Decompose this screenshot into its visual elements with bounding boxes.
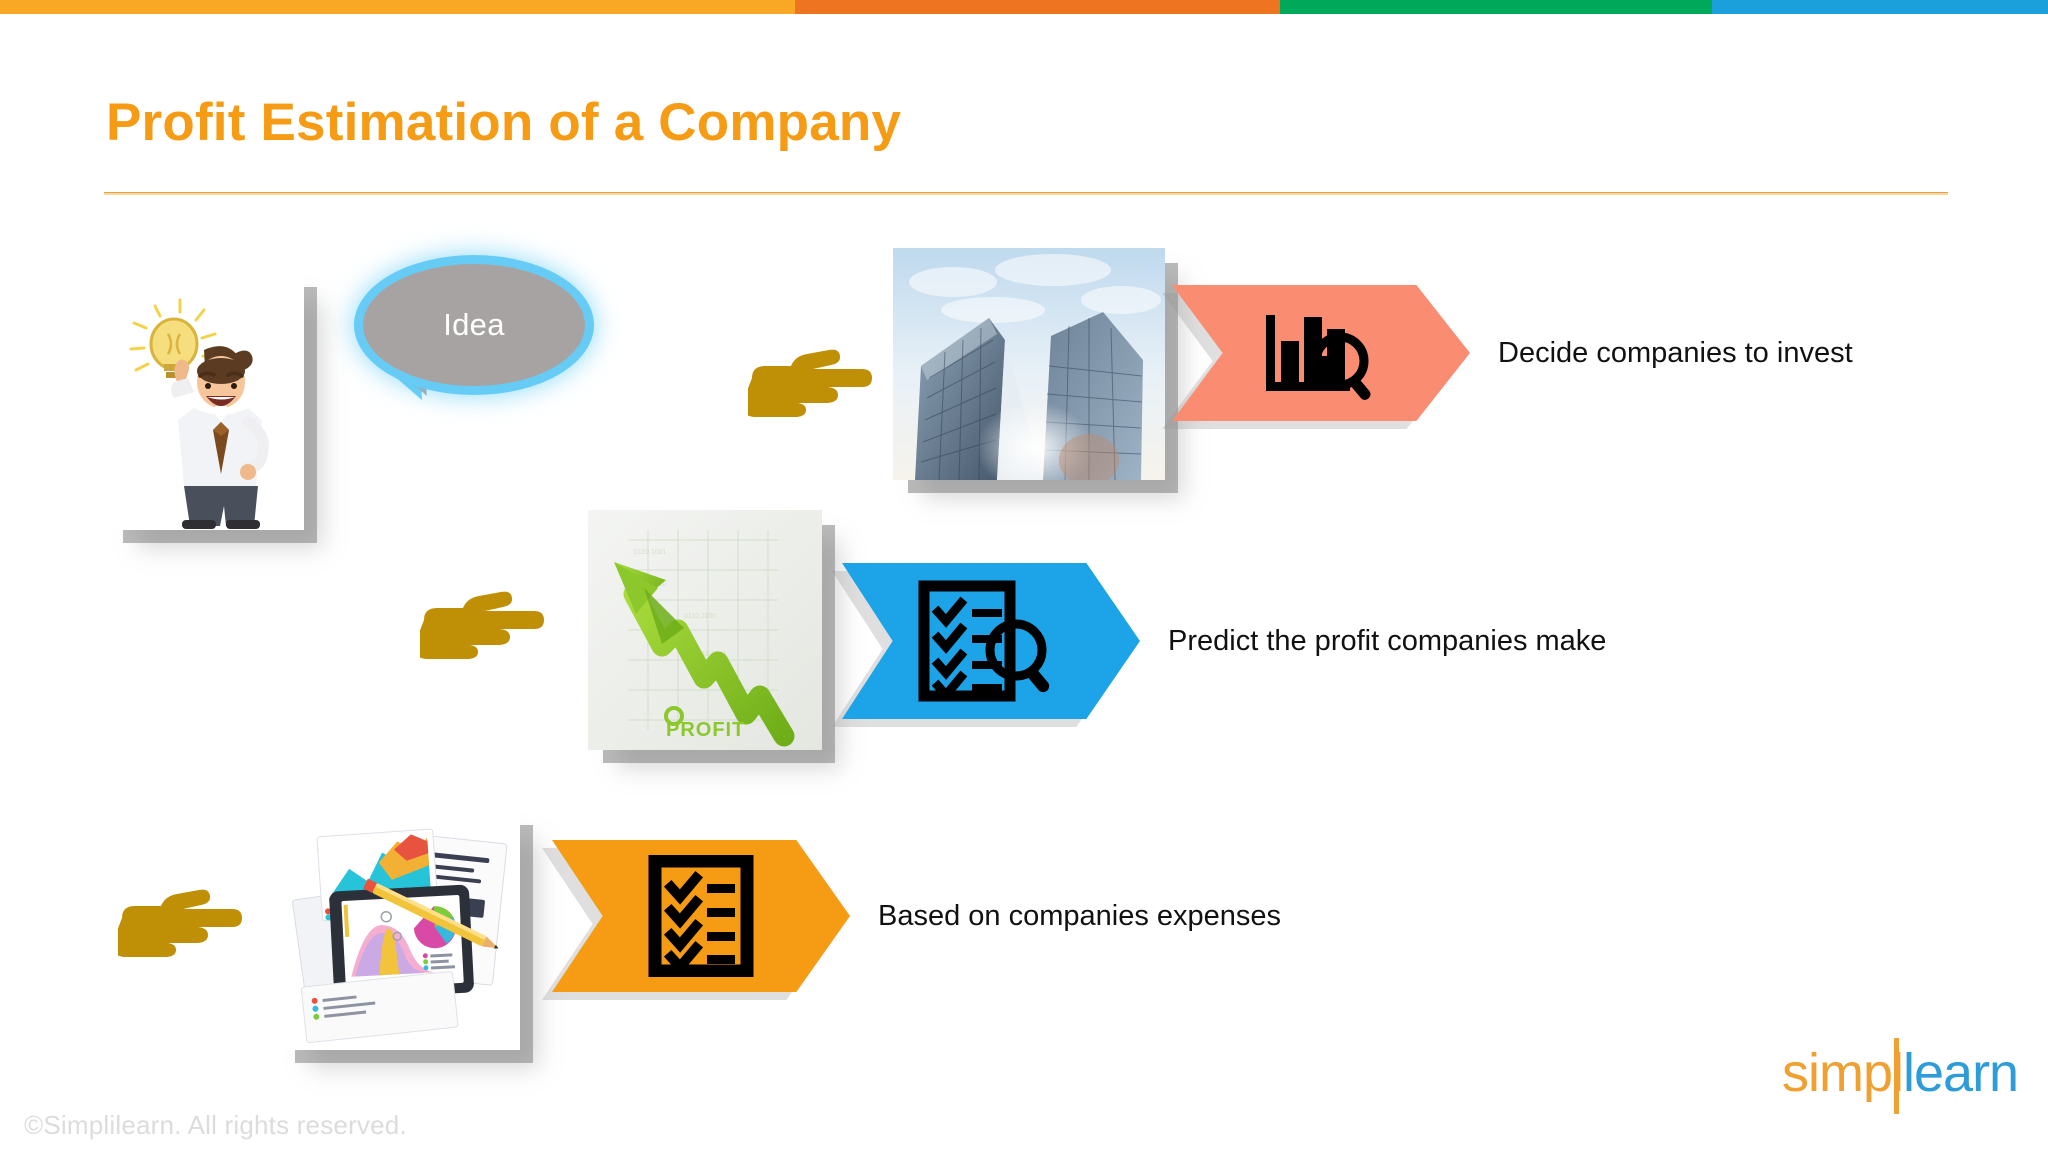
- step-3-chevron: [552, 840, 850, 992]
- pointing-hand-icon-step-1: [748, 340, 876, 428]
- ribbon-segment-green: [1280, 0, 1712, 14]
- ribbon-segment-amber: [0, 0, 795, 14]
- copyright-notice: ©Simplilearn. All rights reserved.: [24, 1110, 407, 1140]
- speech-bubble-body: [363, 264, 585, 386]
- step-1-banner: Decide companies to invest: [1172, 285, 1853, 421]
- step-3-banner: Based on companies expenses: [552, 840, 1281, 992]
- logo-text-learn: learn: [1903, 1043, 2019, 1103]
- top-color-ribbon: [0, 0, 2048, 14]
- tablet-reports-photo: [280, 810, 520, 1050]
- tablet-reports-image-card: [280, 810, 520, 1050]
- ribbon-segment-blue: [1712, 0, 2048, 14]
- logo-text-simpl: simpl: [1782, 1043, 1904, 1103]
- pointing-hand-icon-step-2: [420, 582, 548, 670]
- step-2-label: Predict the profit companies make: [1168, 624, 1607, 657]
- step-2-banner: Predict the profit companies make: [842, 563, 1606, 719]
- idea-man-image-card: [108, 272, 304, 530]
- checklist-icon: [552, 840, 850, 992]
- step-1-chevron: [1172, 285, 1470, 421]
- bar-chart-magnifier-icon: [1172, 285, 1470, 421]
- svg-text:PROFIT: PROFIT: [666, 719, 745, 741]
- skyscrapers-photo: [893, 248, 1165, 480]
- idea-speech-bubble: Idea: [355, 258, 593, 401]
- checklist-magnifier-icon: [842, 563, 1140, 719]
- logo-i-bar: [1894, 1038, 1899, 1114]
- speech-bubble-label: Idea: [443, 307, 505, 342]
- ribbon-segment-orange: [795, 0, 1280, 14]
- step-2-chevron: [842, 563, 1140, 719]
- svg-text:0110 1100: 0110 1100: [684, 613, 716, 620]
- step-3-label: Based on companies expenses: [878, 899, 1282, 932]
- step-1-label: Decide companies to invest: [1498, 336, 1853, 369]
- title-underline-rule: [104, 192, 1948, 195]
- simplilearn-logo: simpllearn: [1782, 1038, 2019, 1114]
- svg-text:0110 1001: 0110 1001: [634, 549, 667, 556]
- page-title: Profit Estimation of a Company: [106, 93, 902, 152]
- svg-text:1010 0011: 1010 0011: [694, 651, 727, 658]
- pointing-hand-icon-step-3: [118, 880, 246, 968]
- businessman-idea-illustration: [108, 272, 304, 530]
- skyscrapers-image-card: [893, 248, 1165, 480]
